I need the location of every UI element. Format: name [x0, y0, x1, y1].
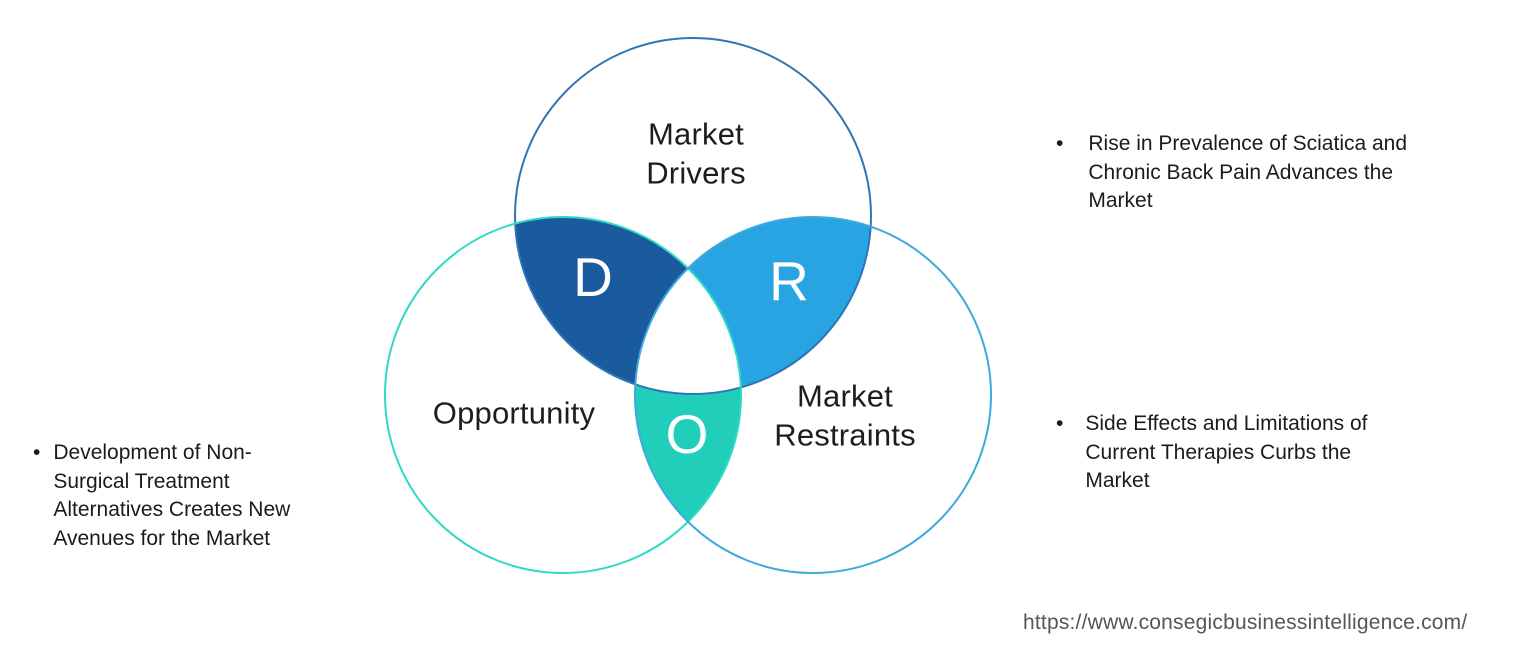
drivers-circle-outline — [514, 37, 872, 395]
bullet-marker: • — [33, 441, 41, 464]
drivers-letter-d: D — [573, 246, 613, 308]
opportunity-circle-label: Opportunity — [432, 395, 596, 431]
bullet-marker: • — [1056, 412, 1064, 435]
drivers-opportunity-overlap — [515, 217, 741, 394]
opportunity-letter-o: O — [665, 403, 709, 465]
restraints-bullet: • Side Effects and Limitations of Curren… — [1056, 410, 1456, 496]
opportunity-circle-outline — [384, 216, 742, 574]
drivers-bullet: • Rise in Prevalence of Sciatica and Chr… — [1056, 130, 1476, 216]
restraints-circle-outline — [634, 216, 992, 574]
restraints-bullet-text: Side Effects and Limitations of Current … — [1085, 412, 1368, 493]
drivers-circle-label: Market Drivers — [646, 116, 746, 190]
restraints-letter-r: R — [769, 250, 809, 312]
restraints-circle-label: Market Restraints — [774, 378, 916, 452]
drivers-restraints-overlap — [635, 217, 871, 394]
opportunity-bullet: • Development of Non- Surgical Treatment… — [33, 439, 363, 553]
bullet-marker: • — [1056, 132, 1064, 155]
opportunity-bullet-text: Development of Non- Surgical Treatment A… — [53, 441, 291, 550]
drivers-bullet-text: Rise in Prevalence of Sciatica and Chron… — [1088, 132, 1408, 213]
source-url: https://www.consegicbusinessintelligence… — [1023, 611, 1468, 634]
